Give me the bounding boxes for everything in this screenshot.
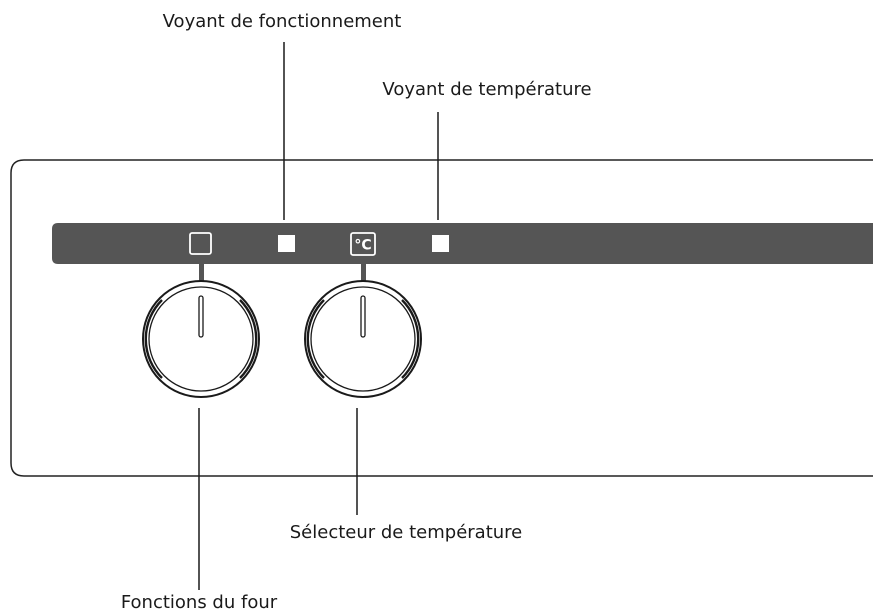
celsius-symbol-text: °C — [354, 238, 371, 254]
function-knob-stem — [199, 264, 204, 283]
oven-function-knob[interactable] — [142, 280, 260, 398]
temperature-light-label: Voyant de température — [382, 79, 591, 100]
celsius-symbol-icon: °C — [350, 232, 376, 256]
function-symbol-icon — [189, 232, 212, 255]
display-strip — [52, 223, 873, 264]
function-knob-pointer — [198, 295, 204, 338]
operating-indicator-light — [278, 235, 295, 252]
temperature-selector-knob[interactable] — [304, 280, 422, 398]
temperature-knob-stem — [361, 264, 366, 283]
operating-light-label: Voyant de fonctionnement — [163, 11, 402, 32]
temperature-indicator-light — [432, 235, 449, 252]
control-panel-outline — [10, 159, 873, 477]
oven-functions-label: Fonctions du four — [121, 592, 278, 613]
temperature-knob-pointer — [360, 295, 366, 338]
temperature-selector-label: Sélecteur de température — [290, 522, 523, 543]
